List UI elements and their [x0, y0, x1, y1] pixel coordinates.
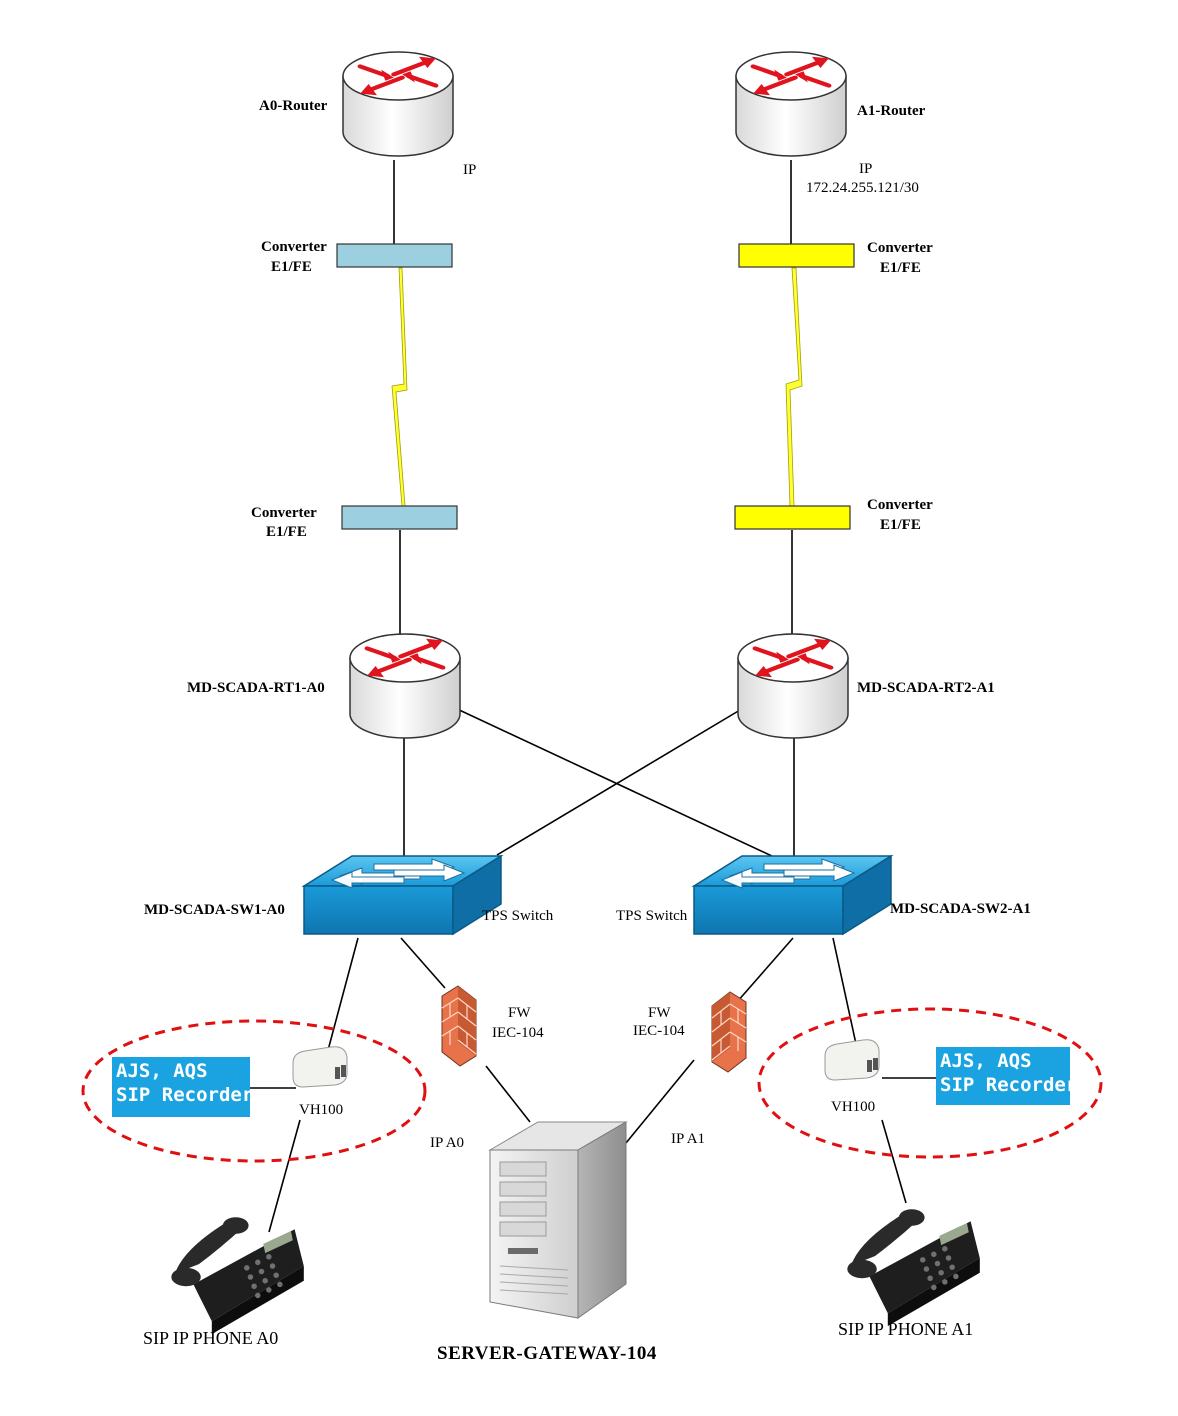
sip-phone-left [171, 1217, 304, 1335]
firewall-left-line2: IEC-104 [492, 1025, 544, 1041]
converter-top-left-line1: Converter [261, 239, 327, 255]
sip-recorder-right: AJS, AQS SIP Recorder [936, 1047, 1078, 1105]
switch-sw1 [303, 855, 502, 935]
converter-bottom-left [341, 505, 458, 530]
server-label: SERVER-GATEWAY-104 [437, 1343, 657, 1364]
scada-router-rt2 [738, 634, 848, 738]
a1-ip-label: IP [859, 161, 872, 177]
switch-sw2-label: MD-SCADA-SW2-A1 [890, 901, 1031, 917]
ip-link-right: IP A1 [671, 1131, 705, 1147]
sip-recorder-right-line2: SIP Recorder [940, 1074, 1078, 1096]
serial-link-right [785, 267, 803, 507]
converter-top-right-line2: E1/FE [880, 260, 921, 276]
converter-bottom-right-line2: E1/FE [880, 517, 921, 533]
converter-top-left [336, 243, 453, 268]
firewall-right-line1: FW [648, 1005, 671, 1021]
firewall-left-line1: FW [508, 1005, 531, 1021]
converter-top-left-line2: E1/FE [271, 259, 312, 275]
switch-sw1-label: MD-SCADA-SW1-A0 [144, 902, 285, 918]
converter-bottom-right [734, 505, 851, 530]
sip-recorder-left-line2: SIP Recorder [116, 1084, 254, 1106]
sip-phone-right-label: SIP IP PHONE A1 [838, 1319, 973, 1339]
converter-bottom-right-line1: Converter [867, 497, 933, 513]
sip-recorder-left-line1: AJS, AQS [116, 1060, 208, 1082]
vh100-left [292, 1046, 348, 1088]
server-tower [488, 1121, 628, 1319]
a0-ip-label: IP [463, 162, 476, 178]
recorder-ring-right [757, 1007, 1103, 1159]
vh100-right-label: VH100 [831, 1099, 875, 1115]
converter-bottom-left-line1: Converter [251, 505, 317, 521]
scada-rt1-label: MD-SCADA-RT1-A0 [187, 680, 325, 696]
connection-lines [250, 160, 936, 1233]
firewall-right-line2: IEC-104 [633, 1023, 685, 1039]
a1-ip-value: 172.24.255.121/30 [806, 180, 919, 196]
firewall-right [711, 991, 747, 1073]
converter-top-right-line1: Converter [867, 240, 933, 256]
scada-rt2-label: MD-SCADA-RT2-A1 [857, 680, 995, 696]
ip-link-left: IP A0 [430, 1135, 464, 1151]
a0-router [343, 52, 453, 156]
sip-phone-right [847, 1209, 980, 1327]
sip-recorder-left: AJS, AQS SIP Recorder [112, 1057, 254, 1117]
a1-router [736, 52, 846, 156]
switch-sw2-type: TPS Switch [616, 908, 688, 924]
sip-recorder-right-line1: AJS, AQS [940, 1050, 1032, 1072]
converter-bottom-left-line2: E1/FE [266, 524, 307, 540]
scada-router-rt1 [350, 634, 460, 738]
firewall-left [441, 985, 477, 1067]
serial-link-left [391, 267, 408, 507]
sip-phone-left-label: SIP IP PHONE A0 [143, 1328, 278, 1348]
switch-sw2 [693, 855, 892, 935]
a0-router-label: A0-Router [259, 98, 328, 114]
converter-top-right [738, 243, 855, 268]
a1-router-label: A1-Router [857, 103, 926, 119]
vh100-left-label: VH100 [299, 1102, 343, 1118]
vh100-right [824, 1039, 880, 1081]
switch-sw1-type: TPS Switch [482, 908, 554, 924]
recorder-ring-left [81, 1019, 427, 1163]
